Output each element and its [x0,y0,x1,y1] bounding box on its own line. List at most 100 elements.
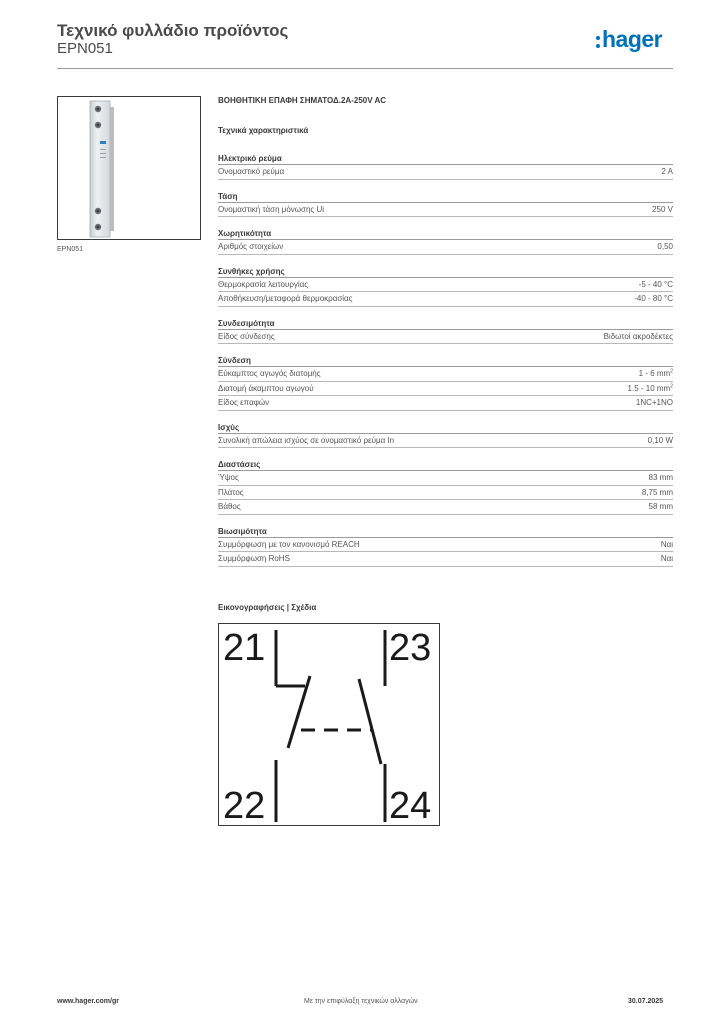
spec-label: Αποθήκευση/μεταφορά θερμοκρασίας [218,294,353,303]
spec-row: Βάθος 58 mm [218,500,673,515]
spec-row: Ονομαστικό ρεύμα 2 A [218,165,673,180]
spec-row: Συμμόρφωση με τον κανονισμό REACH Ναι [218,538,673,552]
spec-row: Εύκαμπτος αγωγός διατομής 1 - 6 mm2 [218,367,673,382]
logo-dots-icon [596,36,601,52]
spec-value-wrap: 83 mm [649,471,673,485]
spec-label: Πλάτος [218,487,244,497]
spec-value-wrap: 1.5 - 10 mm2 [628,382,673,396]
spec-label: Εύκαμπτος αγωγός διατομής [218,369,321,378]
spec-row: Ύψος 83 mm [218,471,673,486]
spec-row: Είδος σύνδεσης Βιδωτοί ακροδέκτες [218,330,673,344]
spec-value-wrap: 58 mm [649,500,673,514]
spec-value-wrap: -5 - 40 °C [639,278,673,292]
spec-row: Αποθήκευση/μεταφορά θερμοκρασίας -40 - 80… [218,292,673,307]
contact-symbol-svg: 21 23 22 24 [223,627,431,827]
illustrations-title: Εικονογραφήσεις | Σχέδια [218,603,317,612]
spec-value-wrap: 1 - 6 mm2 [639,367,673,381]
spec-label: Ονομαστικό ρεύμα [218,167,285,176]
specifications: ΒΟΗΘΗΤΙΚΗ ΕΠΑΦΗ ΣΗΜΑΤΟΔ.2Α-250V AC Τεχνι… [218,96,673,577]
spec-value-superscript: 2 [670,382,673,389]
spec-value-wrap: Ναι [661,552,673,566]
nc-blade [286,675,312,749]
product-reference: EPN051 [57,40,113,57]
spec-value-wrap: Ναι [661,538,673,552]
spec-group-title: Τάση [218,190,673,203]
spec-value: -5 - 40 °C [638,279,673,289]
spec-value: 0,10 W [647,435,673,445]
spec-value-wrap: 1NC+1NO [636,396,673,410]
terminal-24-label: 24 [389,785,431,825]
spec-value-wrap: 0,50 [657,240,673,254]
terminal-22-label: 22 [223,785,265,825]
spec-value: 1.5 - 10 mm [627,383,671,393]
spec-row: Είδος επαφών 1NC+1NO [218,396,673,411]
no-blade [357,678,383,765]
spec-value: 2 A [661,167,673,176]
spec-label: Βάθος [218,502,241,511]
terminal-23-label: 23 [389,627,431,669]
spec-value: Ναι [660,554,673,563]
spec-row: Αριθμός στοιχείων 0,50 [218,240,673,255]
contact-wiring-diagram: 21 23 22 24 [218,623,440,827]
spec-group-title: Σύνδεση [218,354,673,367]
spec-label: Είδος επαφών [218,398,270,407]
hager-logo: hager [596,26,676,56]
spec-row: Ονομαστική τάση μόνωσης Ui 250 V [218,203,673,217]
spec-label: Συμμόρφωση RoHS [218,554,290,563]
spec-group-title: Συνδεσιμότητα [218,317,673,330]
spec-value: 0,50 [657,242,673,251]
spec-label: Διατομή άκαμπτου αγωγού [218,383,314,393]
product-photo [57,96,201,240]
specs-section-title: Τεχνικά χαρακτηριστικά [218,126,309,135]
footer-website[interactable]: www.hager.com/gr [57,998,119,1005]
spec-value-wrap: Βιδωτοί ακροδέκτες [604,330,673,344]
spec-value: 250 V [652,204,673,214]
spec-label: Θερμοκρασία λειτουργίας [218,279,309,289]
spec-value: 1NC+1NO [635,398,673,407]
photo-caption: EPN051 [57,246,84,253]
spec-group-title: Βιωσιμότητα [218,525,673,538]
spec-value: 58 mm [648,502,673,511]
spec-group-title: Χωρητικότητα [218,227,673,240]
spec-value: Βιδωτοί ακροδέκτες [603,331,673,341]
spec-label: Είδος σύνδεσης [218,331,275,341]
spec-value-wrap: -40 - 80 °C [634,292,673,306]
spec-value-wrap: 0,10 W [648,434,673,448]
spec-label: Ονομαστική τάση μόνωσης Ui [218,204,325,214]
document-title: Τεχνικό φυλλάδιο προϊόντος [57,21,289,40]
spec-value-wrap: 8,75 mm [642,486,673,500]
spec-row: Διατομή άκαμπτου αγωγού 1.5 - 10 mm2 [218,382,673,396]
spec-label: Ύψος [218,473,239,482]
spec-row: Θερμοκρασία λειτουργίας -5 - 40 °C [218,278,673,292]
spec-value: Ναι [660,539,673,549]
header-divider [57,68,673,69]
spec-group-title: Ισχύς [218,421,673,434]
spec-row: Συνολική απώλεια ισχύος σε ονομαστικό ρε… [218,434,673,448]
spec-label: Συνολική απώλεια ισχύος σε ονομαστικό ρε… [218,435,395,445]
spec-value: 1 - 6 mm [638,369,671,378]
spec-value-wrap: 2 A [661,165,673,179]
footer-date: 30.07.2025 [628,998,664,1005]
terminal-21-label: 21 [223,627,265,669]
footer-note: Με την επιφύλαξη τεχνικών αλλαγών [304,998,418,1005]
spec-value: 8,75 mm [641,487,673,497]
spec-label: Συμμόρφωση με τον κανονισμό REACH [218,539,360,549]
logo-wordmark: hager [602,26,663,52]
spec-label: Αριθμός στοιχείων [218,242,284,251]
spec-group-title: Διαστάσεις [218,458,673,471]
spec-value: -40 - 80 °C [634,294,673,303]
product-title: ΒΟΗΘΗΤΙΚΗ ΕΠΑΦΗ ΣΗΜΑΤΟΔ.2Α-250V AC [218,96,387,105]
spec-row: Συμμόρφωση RoHS Ναι [218,552,673,567]
spec-row: Πλάτος 8,75 mm [218,486,673,500]
spec-group-title: Συνθήκες χρήσης [218,265,673,278]
spec-value-superscript: 2 [670,368,673,375]
